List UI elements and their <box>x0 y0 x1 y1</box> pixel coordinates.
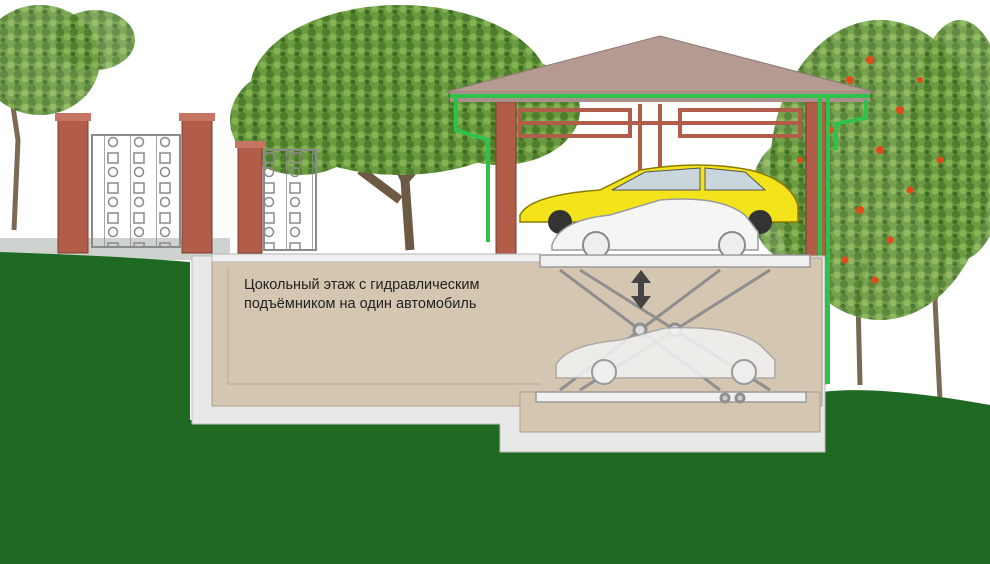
caption-line-2: подъёмником на один автомобиль <box>244 296 477 312</box>
tree-left <box>0 5 135 231</box>
lift-direction-icon <box>631 270 651 309</box>
fence-gate <box>55 113 317 254</box>
grass-ground <box>0 252 990 564</box>
caption-line-1: Цокольный этаж с гидравлическим <box>244 277 480 293</box>
sketch-car-bottom <box>555 326 776 385</box>
sketch-car-top <box>551 198 759 259</box>
diagram-caption: Цокольный этаж с гидравлическим подъёмни… <box>244 276 564 314</box>
